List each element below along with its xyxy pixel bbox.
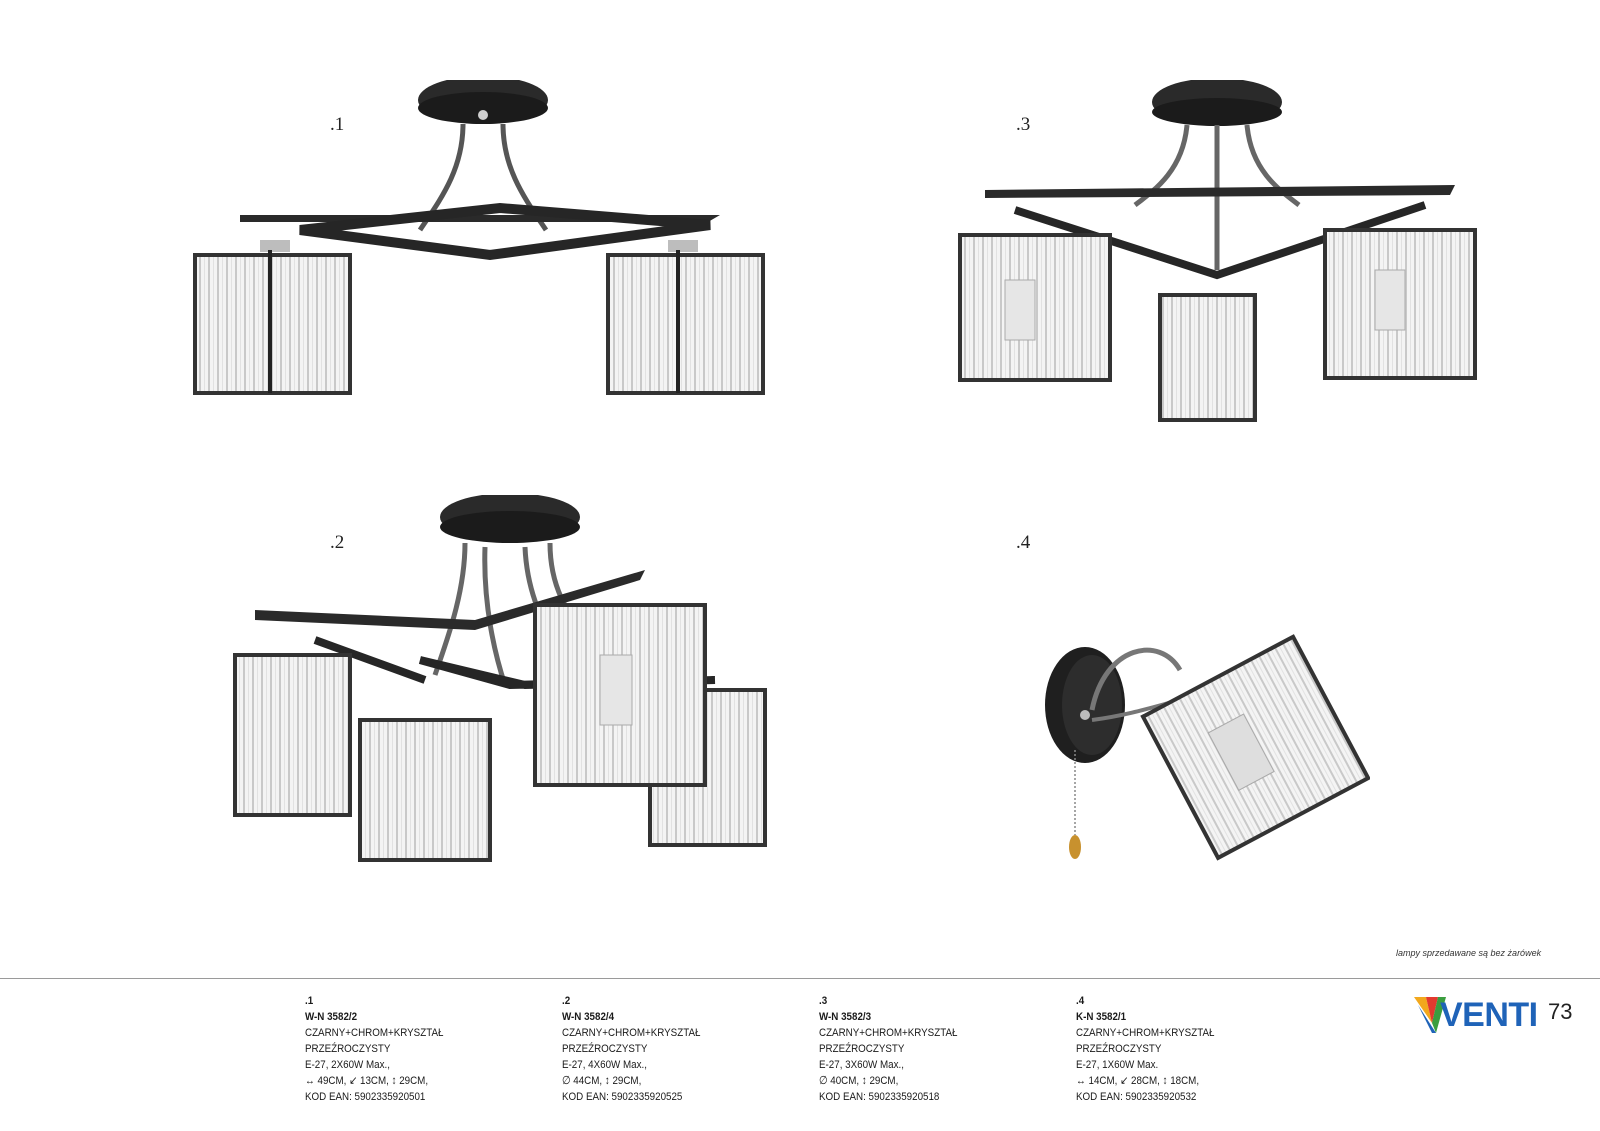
product-spec-4: .4 K-N 3582/1 CZARNY+CHROM+KRYSZTAŁ PRZE… (1076, 993, 1265, 1105)
spec-code: W-N 3582/2 (305, 1011, 358, 1023)
spec-num: .3 (819, 995, 828, 1007)
spec-line: KOD EAN: 5902335920501 (305, 1091, 426, 1103)
spec-num: .2 (562, 995, 571, 1007)
spec-line: CZARNY+CHROM+KRYSZTAŁ (1076, 1027, 1215, 1039)
spec-line: PRZEŹROCZYSTY (562, 1043, 648, 1055)
spec-line: E-27, 2X60W Max., (305, 1059, 390, 1071)
bulbs-not-included-note: lampy sprzedawane są bez żarówek (1396, 948, 1542, 958)
spec-code: W-N 3582/4 (562, 1011, 615, 1023)
spec-line: CZARNY+CHROM+KRYSZTAŁ (305, 1027, 444, 1039)
spec-line: KOD EAN: 5902335920532 (1076, 1091, 1197, 1103)
spec-line: ↔ 14CM, ↙ 28CM, ↕ 18CM, (1076, 1075, 1200, 1087)
ceiling-lamp-3-icon (958, 80, 1477, 422)
spec-line: KOD EAN: 5902335920525 (562, 1091, 683, 1103)
product-spec-1: .1 W-N 3582/2 CZARNY+CHROM+KRYSZTAŁ PRZE… (305, 993, 494, 1105)
figure-label-3: .3 (1016, 114, 1031, 135)
spec-line: CZARNY+CHROM+KRYSZTAŁ (819, 1027, 958, 1039)
spec-line: PRZEŹROCZYSTY (819, 1043, 905, 1055)
figure-label-2: .2 (330, 532, 345, 553)
brand-name: VENTI (1440, 996, 1538, 1034)
spec-line: PRZEŹROCZYSTY (1076, 1043, 1162, 1055)
spec-code: K-N 3582/1 (1076, 1011, 1127, 1023)
wall-lamp-icon (1045, 634, 1370, 861)
spec-line: ∅ 40CM, ↕ 29CM, (819, 1075, 899, 1087)
figure-label-1: .1 (330, 114, 345, 135)
spec-line: ↔ 49CM, ↙ 13CM, ↕ 29CM, (305, 1075, 429, 1087)
spec-code: W-N 3582/3 (819, 1011, 872, 1023)
spec-num: .4 (1076, 995, 1085, 1007)
ceiling-lamp-2-icon (193, 80, 765, 395)
spec-num: .1 (305, 995, 314, 1007)
spec-line: PRZEŹROCZYSTY (305, 1043, 391, 1055)
venti-logo-icon (1414, 997, 1446, 1033)
spec-line: E-27, 3X60W Max., (819, 1059, 904, 1071)
spec-line: E-27, 4X60W Max., (562, 1059, 647, 1071)
spec-line: E-27, 1X60W Max. (1076, 1059, 1159, 1071)
footer-divider (0, 978, 1600, 979)
product-spec-3: .3 W-N 3582/3 CZARNY+CHROM+KRYSZTAŁ PRZE… (819, 993, 1008, 1105)
spec-line: KOD EAN: 5902335920518 (819, 1091, 940, 1103)
product-spec-2: .2 W-N 3582/4 CZARNY+CHROM+KRYSZTAŁ PRZE… (562, 993, 751, 1105)
spec-line: CZARNY+CHROM+KRYSZTAŁ (562, 1027, 701, 1039)
spec-line: ∅ 44CM, ↕ 29CM, (562, 1075, 642, 1087)
ceiling-lamp-4-icon (233, 495, 767, 862)
figure-label-4: .4 (1016, 532, 1031, 553)
page-number: 73 (1548, 999, 1573, 1024)
